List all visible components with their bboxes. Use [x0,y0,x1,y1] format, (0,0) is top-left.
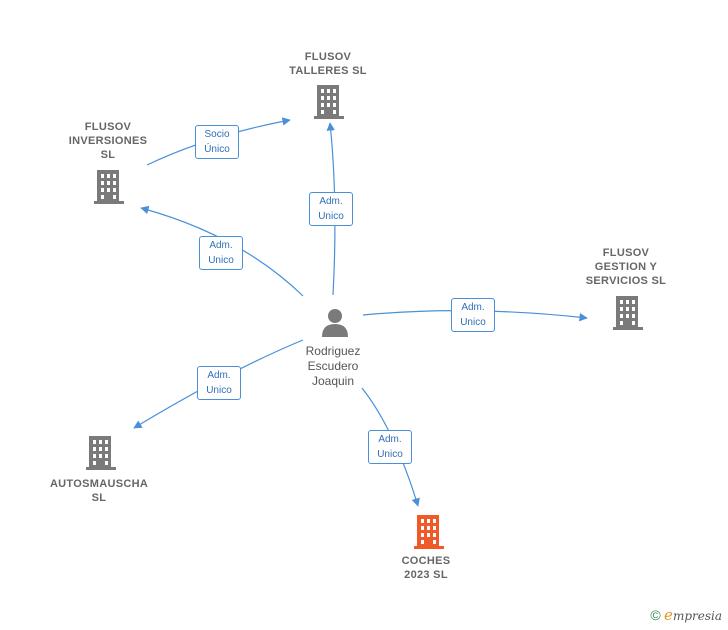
building-icon-highlighted[interactable] [414,515,444,549]
node-label-autosmauscha[interactable]: AUTOSMAUSCHA SL [49,478,149,504]
building-icon[interactable] [94,170,124,204]
node-label-center-person[interactable]: Rodriguez Escudero Joaquin [305,344,361,388]
brand-logo-text: mpresia [672,609,722,623]
edge-label-to-gestion: Adm. Unico [451,298,495,332]
copyright-icon: © [650,607,661,623]
node-label-gestion[interactable]: FLUSOV GESTION Y SERVICIOS SL [585,247,667,287]
empresia-brand[interactable]: © empresia [650,606,722,624]
brand-logo-e: e [664,606,673,624]
node-label-coches[interactable]: COCHES 2023 SL [401,555,451,581]
building-icon[interactable] [314,85,344,119]
node-label-inversiones[interactable]: FLUSOV INVERSIONES SL [68,121,148,161]
node-label-talleres[interactable]: FLUSOV TALLERES SL [289,51,367,77]
edge-label-to-coches: Adm. Unico [368,430,412,464]
edge-label-to-talleres: Adm. Unico [309,192,353,226]
building-icon[interactable] [613,296,643,330]
edge-label-inversiones-to-talleres: Socio Único [195,125,239,159]
edge-label-to-autosmauscha: Adm. Unico [197,366,241,400]
person-icon[interactable] [322,309,348,337]
building-icon[interactable] [86,436,116,470]
edge-label-to-inversiones: Adm. Unico [199,236,243,270]
